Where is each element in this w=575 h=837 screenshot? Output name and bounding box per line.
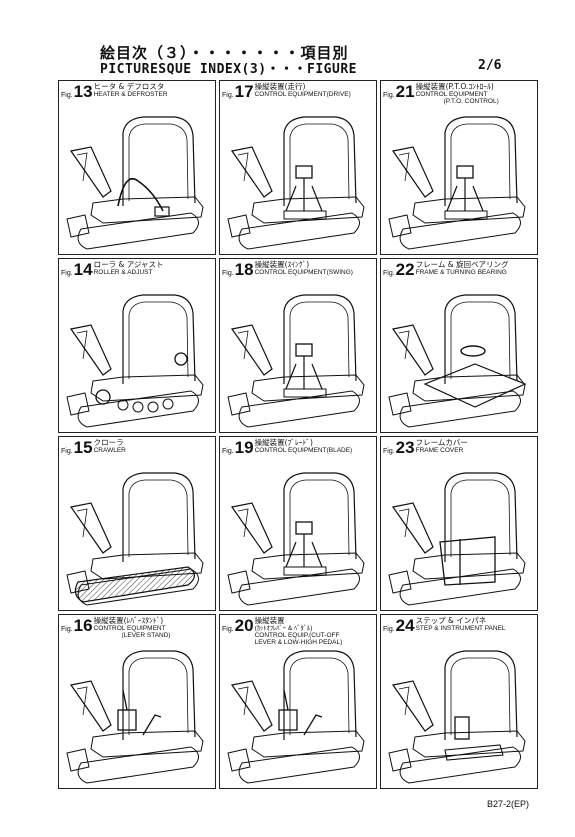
figure-title-japanese: 操縦装置	[254, 616, 285, 625]
figure-title-japanese: 操縦装置(ﾌﾞﾚｰﾄﾞ)	[254, 438, 313, 447]
figure-number: 18	[234, 260, 254, 279]
figure-title-english: CONTROL EQUIPMENT	[415, 91, 488, 98]
figure-number: 13	[73, 82, 93, 101]
excavator-illustration-icon	[224, 111, 374, 254]
excavator-illustration-icon	[63, 645, 213, 788]
figure-prefix: Fig.	[383, 270, 395, 277]
page-number: 2/6	[478, 58, 502, 73]
figure-title-japanese: 操縦装置(P.T.O.ｺﾝﾄﾛｰﾙ)	[415, 82, 494, 91]
figure-title-english: (P.T.O. CONTROL)	[443, 98, 499, 105]
figure-number: 17	[234, 82, 254, 101]
figure-title-english: STEP & INSTRUMENT PANEL	[415, 625, 506, 632]
excavator-illustration-icon	[385, 467, 535, 610]
figure-number: 20	[234, 616, 254, 635]
figure-title-japanese: クローラ	[93, 438, 124, 447]
figure-title-english: (ｶｯﾄｵﾌﾚﾊﾞｰ & ﾍﾟﾀﾞﾙ)	[254, 625, 313, 632]
figure-prefix: Fig.	[383, 448, 395, 455]
excavator-illustration-icon	[224, 467, 374, 610]
figure-prefix: Fig.	[222, 92, 234, 99]
figure-title-english: CONTROL EQUIP.(CUT-OFF	[254, 632, 340, 639]
figure-number: 23	[395, 438, 415, 457]
figure-title-english: FRAME COVER	[415, 447, 464, 454]
figure-prefix: Fig.	[383, 626, 395, 633]
figure-title-japanese: ステップ & インパネ	[415, 616, 487, 625]
figure-prefix: Fig.	[61, 448, 73, 455]
figure-title-english: CONTROL EQUIPMENT(DRIVE)	[254, 91, 351, 98]
excavator-illustration-icon	[224, 289, 374, 432]
figure-title-english: CONTROL EQUIPMENT	[93, 625, 166, 632]
figure-number: 16	[73, 616, 93, 635]
figure-title-japanese: ヒータ & デフロスタ	[93, 82, 165, 91]
figure-title-japanese: フレーム & 旋回ベアリング	[415, 260, 509, 269]
page-title-english: PICTURESQUE INDEX(3)・・・FIGURE	[100, 62, 357, 77]
figure-title-english: CONTROL EQUIPMENT(SWING)	[254, 269, 353, 276]
figure-number: 22	[395, 260, 415, 279]
excavator-illustration-icon	[385, 645, 535, 788]
figure-prefix: Fig.	[222, 448, 234, 455]
figure-title-japanese: 操縦装置(ｽｲﾝｸﾞ)	[254, 260, 310, 269]
figure-title-english: CRAWLER	[93, 447, 126, 454]
figure-title-japanese: 操縦装置(ﾚﾊﾞｰｽﾀﾝﾄﾞ)	[93, 616, 164, 625]
figure-number: 19	[234, 438, 254, 457]
figure-number: 21	[395, 82, 415, 101]
figure-prefix: Fig.	[61, 92, 73, 99]
figure-title-japanese: 操縦装置(走行)	[254, 82, 306, 91]
figure-title-japanese: フレームカバー	[415, 438, 468, 447]
excavator-illustration-icon	[63, 289, 213, 432]
figure-prefix: Fig.	[222, 270, 234, 277]
figure-title-english: CONTROL EQUIPMENT(BLADE)	[254, 447, 353, 454]
excavator-illustration-icon	[385, 111, 535, 254]
excavator-illustration-icon	[63, 467, 213, 610]
figure-prefix: Fig.	[61, 626, 73, 633]
figure-prefix: Fig.	[61, 270, 73, 277]
page-title-japanese: 絵目次（３）・・・・・・・項目別	[100, 44, 349, 62]
excavator-illustration-icon	[63, 111, 213, 254]
figure-title-english: LEVER & LOW-HIGH PEDAL)	[254, 639, 343, 646]
document-code: B27-2(EP)	[487, 799, 530, 809]
figure-number: 15	[73, 438, 93, 457]
figure-number: 24	[395, 616, 415, 635]
figure-title-japanese: ローラ & アジャスト	[93, 260, 164, 269]
figure-title-english: FRAME & TURNING BEARING	[415, 269, 507, 276]
excavator-illustration-icon	[385, 289, 535, 432]
figure-title-english: ROLLER & ADJUST	[93, 269, 153, 276]
figure-title-english: (LEVER STAND)	[121, 632, 171, 639]
figure-prefix: Fig.	[383, 92, 395, 99]
figure-title-english: HEATER & DEFROSTER	[93, 91, 168, 98]
excavator-illustration-icon	[224, 645, 374, 788]
figure-prefix: Fig.	[222, 626, 234, 633]
figure-number: 14	[73, 260, 93, 279]
